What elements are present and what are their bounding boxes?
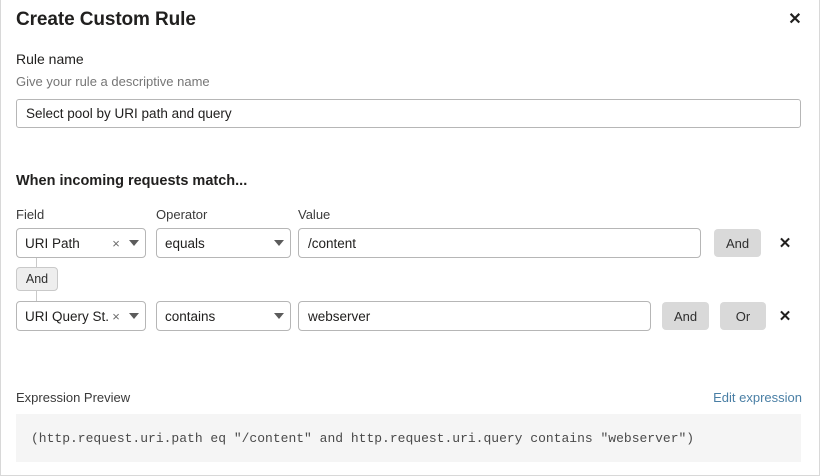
group-connector-and[interactable]: And (16, 267, 58, 291)
delete-condition-icon-1[interactable]: ✕ (776, 230, 794, 256)
column-header-operator: Operator (156, 207, 208, 222)
chevron-down-icon[interactable] (268, 240, 290, 246)
field-select-value-2: URI Query St... (25, 308, 109, 324)
rule-name-help-text: Give your rule a descriptive name (16, 74, 210, 89)
expression-preview-label: Expression Preview (16, 390, 131, 405)
chevron-down-icon[interactable] (268, 313, 290, 319)
operator-select-value-1: equals (165, 235, 205, 251)
expression-preview-text: (http.request.uri.path eq "/content" and… (31, 430, 695, 446)
rule-name-label: Rule name (16, 51, 84, 67)
column-header-field: Field (16, 207, 45, 222)
edit-expression-link[interactable]: Edit expression (713, 390, 802, 405)
expression-preview-box: (http.request.uri.path eq "/content" and… (16, 414, 801, 462)
or-button-2[interactable]: Or (720, 302, 766, 330)
and-button-2[interactable]: And (662, 302, 710, 330)
page-title: Create Custom Rule (16, 9, 196, 30)
operator-select-1[interactable]: equals (156, 228, 291, 258)
value-input-2[interactable] (298, 301, 651, 331)
delete-condition-icon-2[interactable]: ✕ (776, 303, 794, 329)
column-header-value: Value (298, 207, 331, 222)
close-icon[interactable]: ✕ (783, 8, 807, 32)
rule-name-input[interactable] (16, 99, 801, 128)
operator-select-value-2: contains (165, 308, 216, 324)
and-button-1[interactable]: And (714, 229, 762, 257)
chevron-down-icon[interactable] (123, 240, 145, 246)
field-select-2[interactable]: URI Query St... × (16, 301, 146, 331)
connector-line-bottom (36, 291, 37, 301)
clear-icon[interactable]: × (112, 235, 120, 251)
conditions-section-heading: When incoming requests match... (16, 173, 248, 189)
clear-icon[interactable]: × (112, 308, 120, 324)
chevron-down-icon[interactable] (123, 313, 145, 319)
field-select-1[interactable]: URI Path × (16, 228, 146, 258)
value-input-1[interactable] (298, 228, 701, 258)
operator-select-2[interactable]: contains (156, 301, 291, 331)
field-select-value-1: URI Path (25, 235, 80, 251)
connector-line-top (36, 258, 37, 268)
